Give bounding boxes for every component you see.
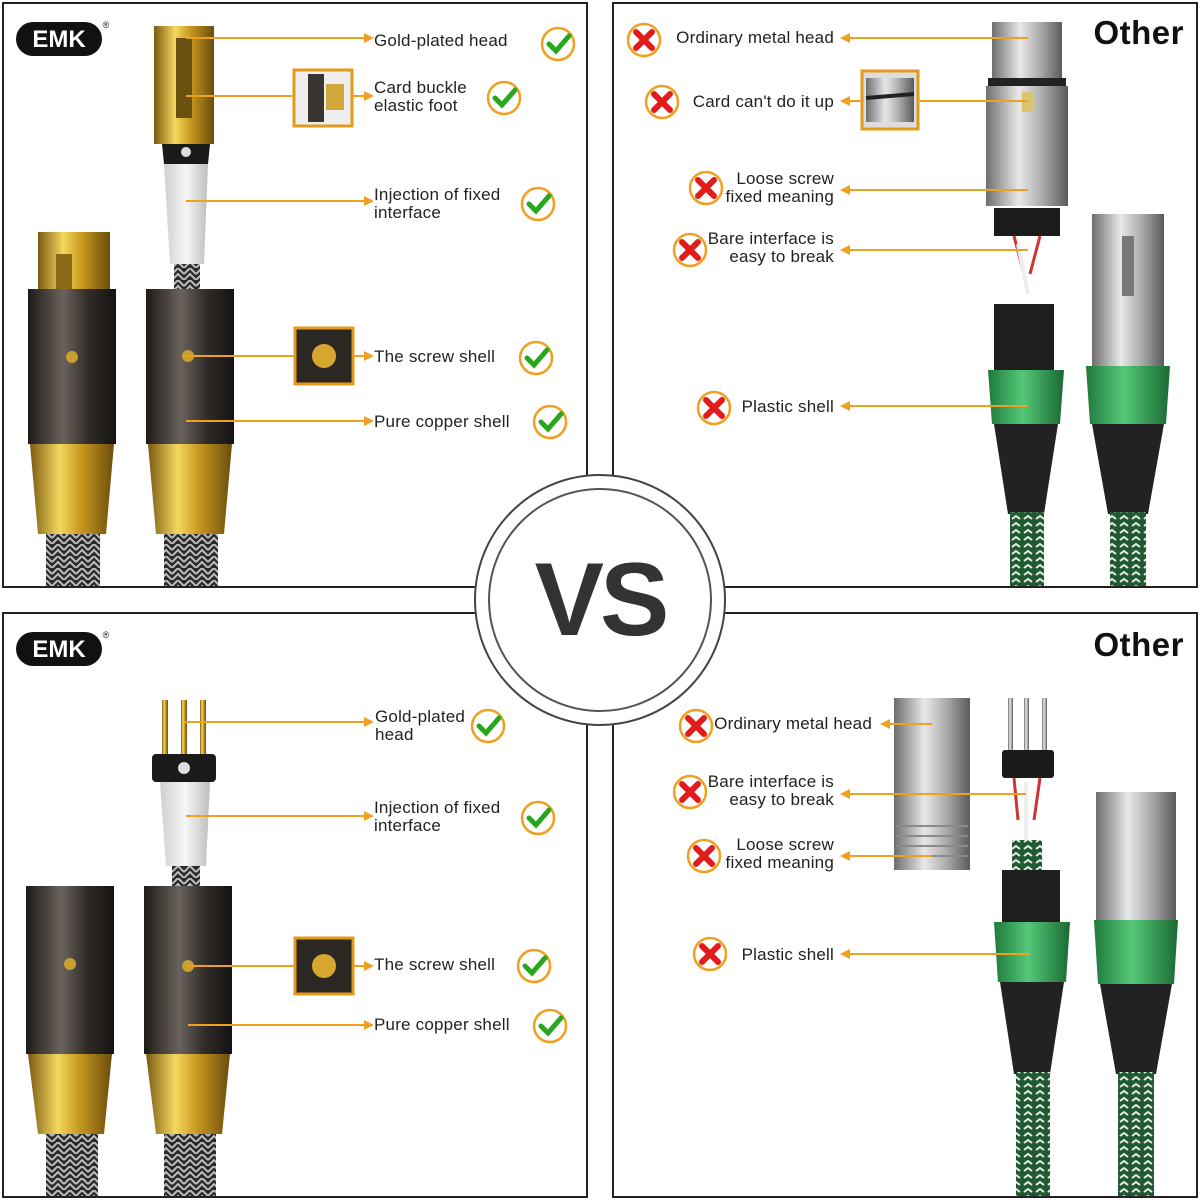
check-icon [540,26,576,62]
emk-logo: EMK ® [16,630,110,666]
panel-other-female: Other Ordinary metal head Card can't do … [612,2,1198,588]
label-gold-plated-head: Gold-plated head [375,707,466,744]
check-icon [520,800,556,836]
label-card-buckle: Card buckle elastic foot [374,78,467,115]
emk-male-connectors-image [26,700,374,1196]
check-icon [518,340,554,376]
svg-text:EMK: EMK [32,636,86,663]
label-injection-interface: Injection of fixed interface [374,185,501,222]
svg-text:EMK: EMK [32,26,86,53]
label-ordinary-metal-head: Ordinary metal head [676,28,834,47]
check-icon [486,80,522,116]
label-loose-screw: Loose screw fixed meaning [725,169,834,206]
cross-icon [696,390,732,426]
vs-badge: VS [474,474,726,726]
other-female-connectors-image [840,22,1170,586]
svg-text:®: ® [103,20,110,30]
vs-text: VS [534,541,670,658]
check-icon [470,708,506,744]
label-plastic-shell: Plastic shell [741,945,834,964]
label-gold-plated-head: Gold-plated head [374,31,508,50]
cross-icon [688,170,724,206]
label-copper-shell: Pure copper shell [374,1015,510,1034]
label-copper-shell: Pure copper shell [374,412,510,431]
panel-other-male: Other Ordinary metal head Bare interface… [612,612,1198,1198]
label-ordinary-metal-head: Ordinary metal head [714,714,872,733]
cross-icon [626,22,662,58]
cross-icon [692,936,728,972]
other-title: Other [1093,14,1184,51]
other-male-connectors-image [840,698,1178,1196]
check-icon [516,948,552,984]
label-screw-shell: The screw shell [374,955,496,974]
panel-emk-female: EMK ® [2,2,588,588]
emk-logo: EMK ® [16,20,110,56]
check-icon [532,404,568,440]
cross-icon [672,774,708,810]
cross-icon [672,232,708,268]
other-title: Other [1093,626,1184,663]
cross-icon [686,838,722,874]
label-screw-shell: The screw shell [374,347,496,366]
emk-female-connectors-image [28,26,374,586]
label-card-cant-do-up: Card can't do it up [692,92,834,111]
cross-icon [678,708,714,744]
label-injection-interface: Injection of fixed interface [374,798,501,835]
label-plastic-shell: Plastic shell [741,397,834,416]
label-loose-screw: Loose screw fixed meaning [725,835,834,872]
panel-emk-male: EMK ® Gold-plated head Injection of fi [2,612,588,1198]
check-icon [532,1008,568,1044]
vs-ring [488,488,712,712]
label-bare-interface: Bare interface is easy to break [707,772,834,809]
svg-text:®: ® [103,630,110,640]
check-icon [520,186,556,222]
label-bare-interface: Bare interface is easy to break [707,229,834,266]
cross-icon [644,84,680,120]
